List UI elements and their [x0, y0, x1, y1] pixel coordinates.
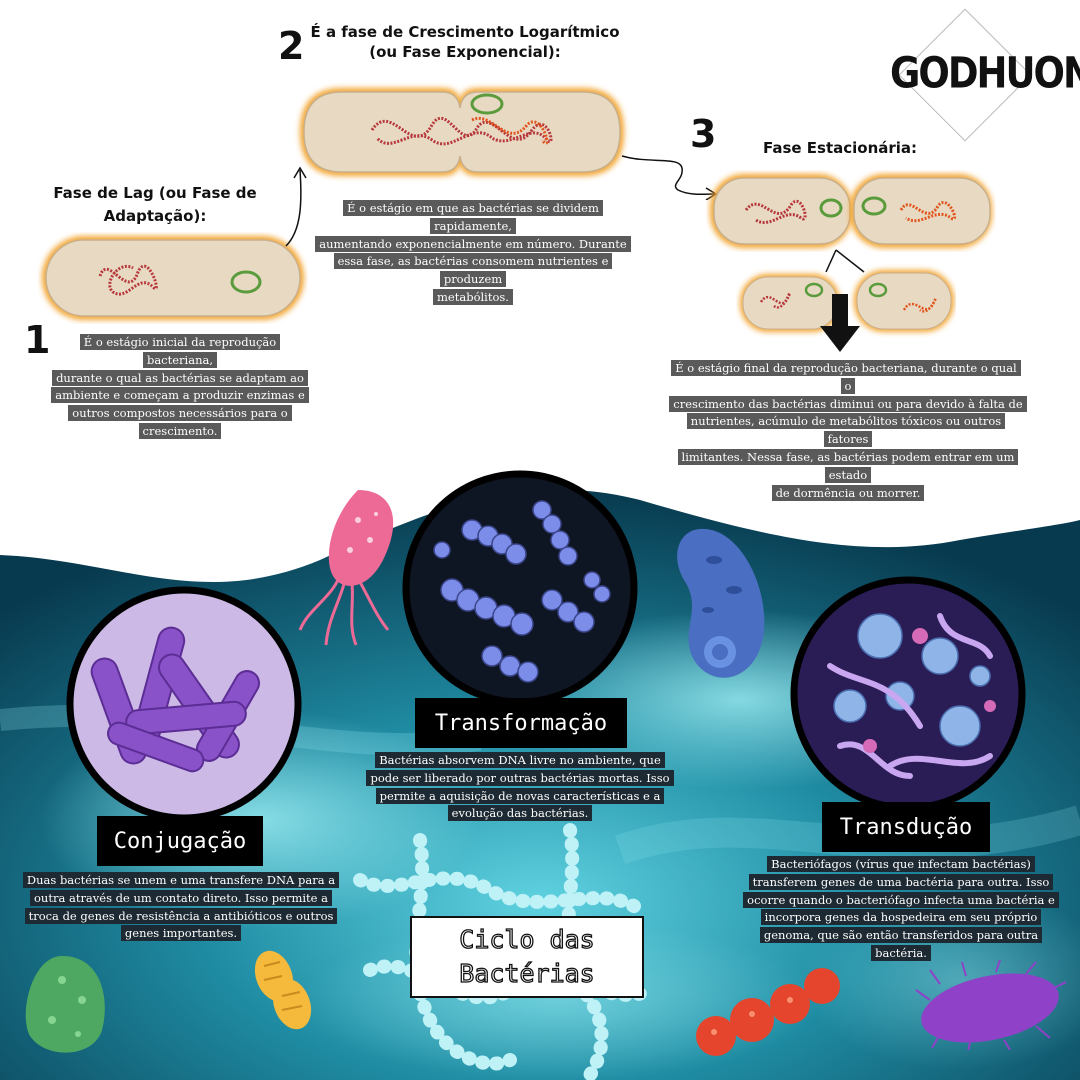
- phase-1-description: É o estágio inicial da reprodução bacter…: [50, 334, 310, 441]
- dividing-bacterium-phase-2: [300, 88, 624, 176]
- split-bacteria-phase-3: [710, 174, 992, 248]
- green-bacterium-icon: [25, 956, 105, 1053]
- infographic-title: Ciclo das Bactérias: [410, 916, 644, 998]
- phase-1-title: Fase de Lag (ou Fase de Adaptação):: [53, 184, 257, 225]
- yellow-bacteria-icon: [254, 950, 312, 1030]
- phase-2-number: 2: [278, 24, 305, 68]
- bacterium-phase-1: [42, 236, 304, 320]
- pink-bacterium-icon: [298, 490, 394, 646]
- conjugacao-label: Conjugação: [97, 816, 263, 866]
- transformacao-description: Bactérias absorvem DNA livre no ambiente…: [352, 752, 688, 823]
- phase-2-description: É o estágio em que as bactérias se divid…: [314, 200, 632, 307]
- transformacao-micrograph: [402, 470, 638, 706]
- phase-2-title: É a fase de Crescimento Logarítmico (ou …: [310, 23, 620, 62]
- purple-bacterium-icon: [915, 960, 1067, 1050]
- phase-1-number: 1: [24, 318, 51, 362]
- phase-3-number: 3: [690, 112, 717, 156]
- phase-3-title: Fase Estacionária:: [762, 139, 918, 157]
- conjugacao-micrograph: [66, 586, 302, 822]
- arrow-phase-2-to-3: [621, 155, 718, 200]
- transducao-label: Transdução: [822, 802, 990, 852]
- red-bacteria-chain-icon: [696, 968, 840, 1056]
- brand-logo: GODHUOND: [890, 48, 1080, 98]
- blue-bacterium-icon: [677, 528, 765, 678]
- transducao-description: Bacteriófagos (vírus que infectam bactér…: [734, 856, 1068, 963]
- conjugacao-description: Duas bactérias se unem e uma transfere D…: [12, 872, 350, 943]
- phase-3-description: É o estágio final da reprodução bacteria…: [668, 360, 1028, 503]
- transformacao-label: Transformação: [415, 698, 627, 748]
- daughter-bacteria-phase-3: [740, 249, 954, 352]
- transducao-micrograph: [790, 576, 1026, 812]
- arrow-phase-1-to-2: [285, 166, 307, 247]
